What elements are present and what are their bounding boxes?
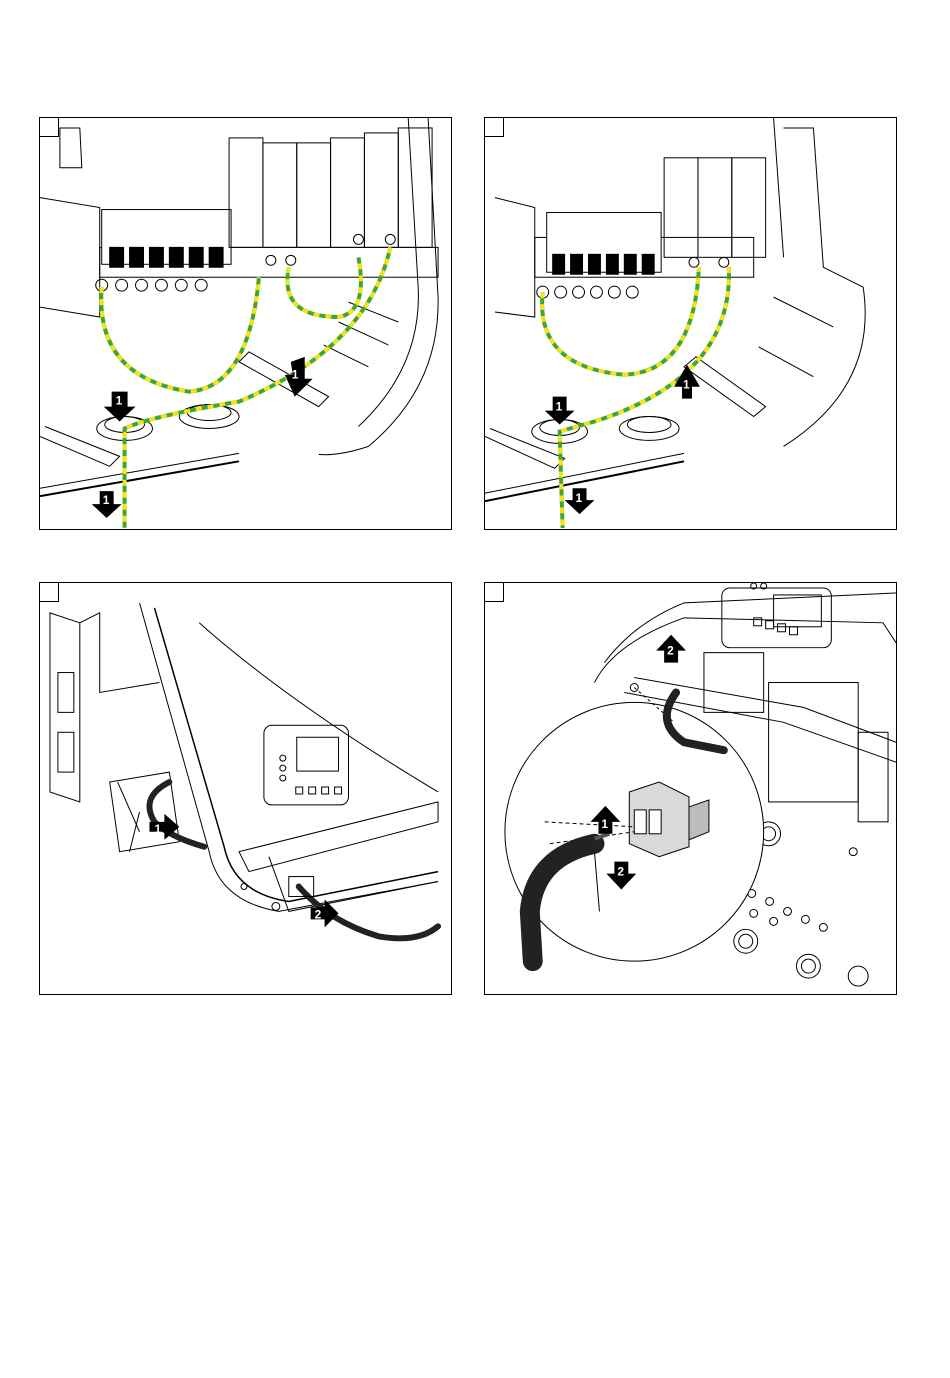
- svg-text:1: 1: [601, 817, 608, 831]
- step-arrow: 1: [565, 488, 595, 514]
- figure-panel-1: 1 1 1: [39, 117, 452, 530]
- svg-text:1: 1: [556, 400, 563, 414]
- svg-text:1: 1: [154, 822, 161, 836]
- svg-text:2: 2: [617, 865, 624, 879]
- step-arrow: 1: [674, 365, 700, 399]
- figure-panel-3: 1 2: [39, 582, 452, 995]
- wiring-illustration-1: 1 1 1: [40, 118, 451, 529]
- svg-text:1: 1: [683, 378, 690, 392]
- svg-text:1: 1: [116, 394, 123, 408]
- svg-text:2: 2: [315, 907, 322, 921]
- svg-text:1: 1: [576, 491, 583, 505]
- wiring-illustration-3: 1 2: [40, 583, 451, 994]
- wiring-illustration-2: 1 1 1: [485, 118, 896, 529]
- figure-panel-2: 1 1 1: [484, 117, 897, 530]
- step-arrow: 1: [92, 491, 122, 518]
- svg-text:1: 1: [292, 368, 299, 382]
- figure-panel-4: 2 1 2: [484, 582, 897, 995]
- svg-text:2: 2: [667, 644, 674, 658]
- step-arrow: 2: [656, 635, 686, 663]
- wiring-illustration-4: 2 1 2: [485, 583, 896, 994]
- svg-text:1: 1: [103, 493, 110, 507]
